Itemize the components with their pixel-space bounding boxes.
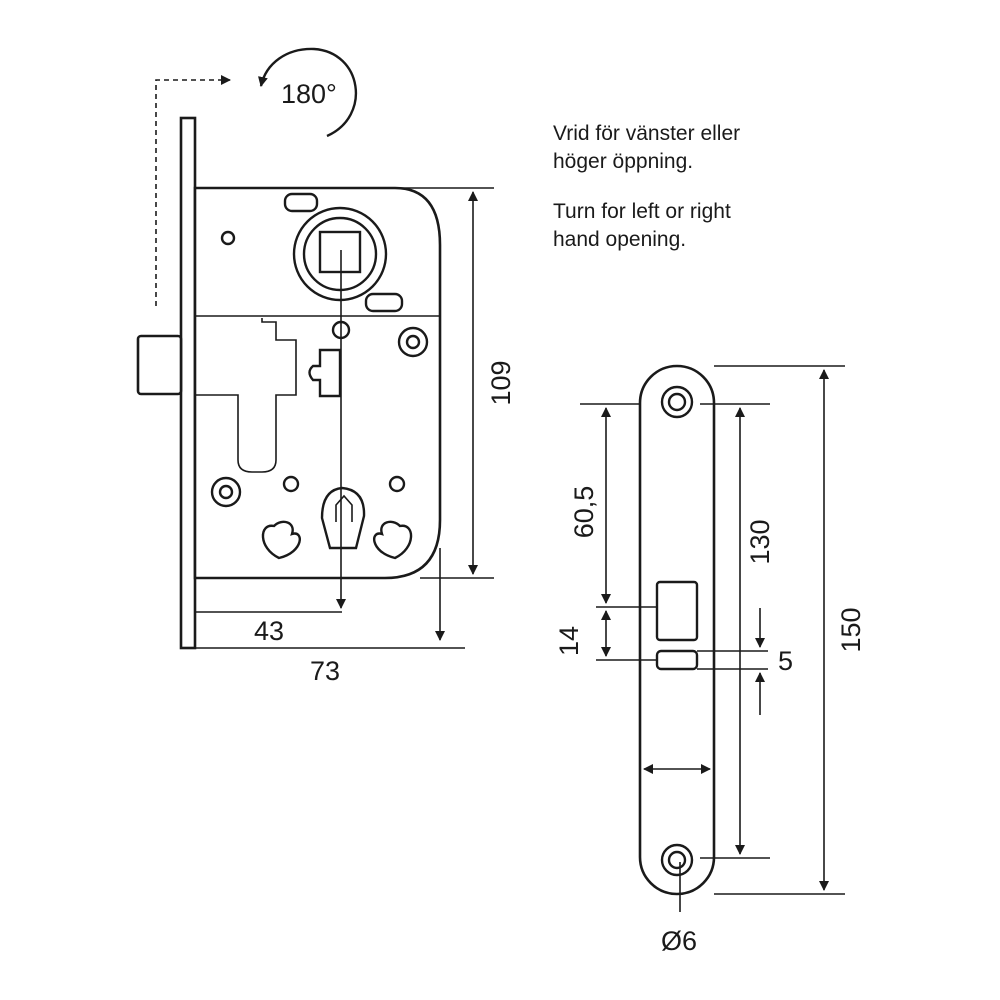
case-hole xyxy=(388,475,406,493)
side-view-dimensions: 109 43 73 xyxy=(195,187,516,686)
dim-backset: 43 xyxy=(254,616,284,646)
faceplate-front-view xyxy=(638,364,716,896)
screw-boss-inner xyxy=(218,484,234,500)
faceplate xyxy=(638,364,716,896)
follower-square-hole xyxy=(318,230,362,274)
heart-cutout xyxy=(261,520,301,560)
upper-screw-hole-inner xyxy=(667,392,687,412)
screw-boss-inner xyxy=(405,334,421,350)
latch-opening xyxy=(655,580,699,642)
faceplate-dimensions: 60,5 14 5 130 150 Ø6 xyxy=(554,365,866,956)
dashed-rotation-path xyxy=(155,75,231,306)
lower-screw-hole xyxy=(660,843,694,877)
dim-follower-to-keyhole: 60,5 xyxy=(569,486,599,539)
latch-catch xyxy=(308,348,342,398)
rotation-arrow-icon xyxy=(258,47,358,138)
keyhole-rotor xyxy=(320,486,366,550)
lower-screw-hole-inner xyxy=(667,850,687,870)
rotation-indicator: 180° xyxy=(155,47,358,306)
faceplate-edge xyxy=(179,116,197,650)
dim-screw-hole-diameter: Ø6 xyxy=(661,926,697,956)
note-swedish: Vrid för vänster eller höger öppning. xyxy=(553,122,741,173)
lower-slot xyxy=(364,292,404,313)
follower-inner-ring xyxy=(302,216,378,292)
note-english: Turn for left or right hand opening. xyxy=(553,200,731,251)
latch-bolt xyxy=(136,334,183,396)
lock-side-view xyxy=(136,116,442,650)
case-hole xyxy=(282,475,300,493)
dim-faceplate-length: 150 xyxy=(836,607,866,652)
upper-screw-hole xyxy=(660,385,694,419)
dim-screw-spacing: 130 xyxy=(745,519,775,564)
case-hole xyxy=(220,230,236,246)
heart-cutout xyxy=(373,520,413,560)
rotation-label: 180° xyxy=(281,79,337,109)
screw-boss xyxy=(210,476,242,508)
upper-slot xyxy=(283,192,319,213)
bolt-mechanism xyxy=(194,318,297,473)
screw-boss xyxy=(397,326,429,358)
follower-hub xyxy=(292,206,388,302)
dim-lock-height: 109 xyxy=(486,360,516,405)
lock-case xyxy=(193,186,442,580)
dim-deadbolt-height: 5 xyxy=(778,646,793,676)
dim-case-depth: 73 xyxy=(310,656,340,686)
keyhole-key-profile xyxy=(335,494,353,522)
dim-latch-height: 14 xyxy=(554,626,584,656)
